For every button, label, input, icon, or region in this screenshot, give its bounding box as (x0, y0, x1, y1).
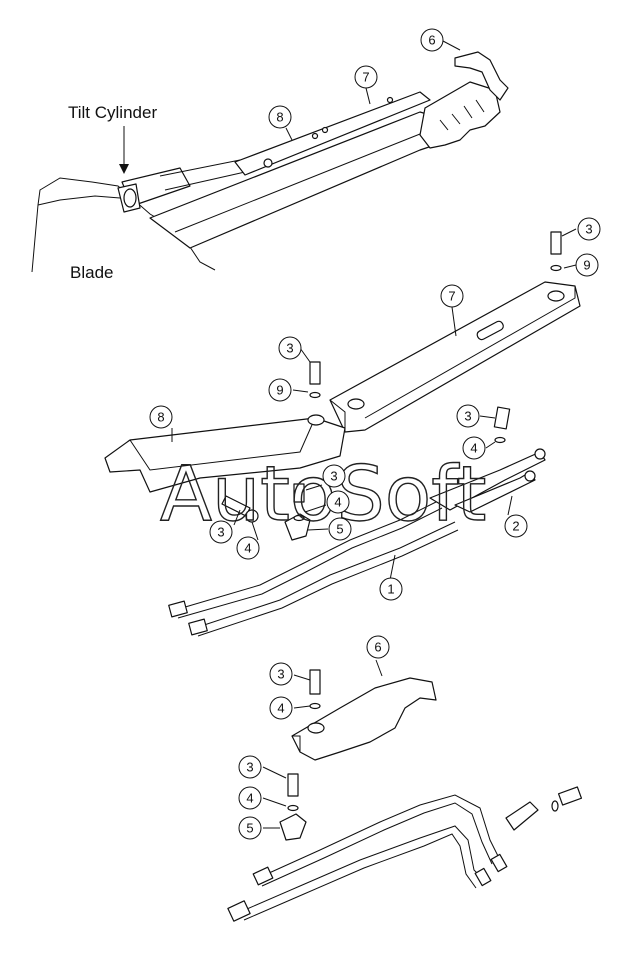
callout-3: 3 (278, 336, 302, 360)
bolt (551, 786, 583, 812)
blade-label: Blade (70, 263, 113, 282)
arm-8-top (234, 91, 431, 176)
hose-1-b (194, 521, 456, 629)
svg-text:1: 1 (387, 582, 394, 597)
svg-text:8: 8 (276, 110, 283, 125)
callout-2: 2 (504, 514, 528, 538)
callout-5: 5 (238, 816, 262, 840)
callout-3: 3 (456, 404, 480, 428)
callout-3: 3 (577, 217, 601, 241)
callout-4: 4 (238, 786, 262, 810)
bolt (550, 231, 562, 272)
callout-7: 7 (354, 65, 378, 89)
svg-text:3: 3 (217, 525, 224, 540)
hose-top (454, 51, 509, 101)
top-assembly: Tilt Cylinder Blade (31, 51, 509, 282)
middle-assembly: AutoSoft (104, 231, 581, 637)
svg-text:3: 3 (277, 667, 284, 682)
bolt (309, 669, 321, 710)
callout-4: 4 (269, 696, 293, 720)
svg-text:4: 4 (246, 791, 253, 806)
tilt-arrow (119, 164, 129, 174)
callout-5: 5 (328, 517, 352, 541)
callout-7: 7 (440, 284, 464, 308)
hose-fitting (188, 618, 208, 636)
part-2-fittings (429, 451, 546, 511)
hose-fitting (252, 866, 274, 886)
hose-fitting (474, 867, 492, 887)
callout-8: 8 (149, 405, 173, 429)
tilt-cylinder (117, 159, 246, 213)
cover-plate (419, 81, 501, 149)
svg-text:9: 9 (276, 383, 283, 398)
pin (386, 96, 394, 104)
callout-4: 4 (236, 536, 260, 560)
blade-edge (37, 195, 121, 206)
hose-1-a (174, 499, 441, 611)
hose-fitting (168, 600, 188, 618)
bolt (309, 361, 321, 399)
hose-fitting (227, 900, 251, 922)
part-8-channel (104, 417, 346, 493)
pin (311, 132, 319, 140)
svg-text:5: 5 (336, 522, 343, 537)
hose-fitting (490, 853, 508, 873)
callout-3: 3 (209, 520, 233, 544)
bolt (293, 483, 305, 522)
bolt (287, 773, 299, 812)
callout-6: 6 (366, 635, 390, 659)
svg-text:4: 4 (244, 541, 251, 556)
svg-text:3: 3 (464, 409, 471, 424)
svg-text:4: 4 (470, 441, 477, 456)
pin (321, 126, 329, 134)
svg-text:3: 3 (585, 222, 592, 237)
callout-1: 1 (379, 577, 403, 601)
hose-lower-b (239, 825, 485, 913)
frame-beam-line (174, 131, 426, 233)
hose-lower-a (257, 794, 501, 879)
callout-9: 9 (575, 253, 599, 277)
mount-hole (307, 414, 325, 426)
svg-text:3: 3 (330, 469, 337, 484)
svg-text:6: 6 (374, 640, 381, 655)
callout-8: 8 (268, 105, 292, 129)
clamp (505, 801, 539, 831)
svg-text:9: 9 (583, 258, 590, 273)
callout-3: 3 (269, 662, 293, 686)
bottom-assembly (227, 669, 583, 922)
bolt (221, 495, 259, 523)
svg-text:2: 2 (512, 519, 519, 534)
svg-text:5: 5 (246, 821, 253, 836)
callout-4: 4 (326, 490, 350, 514)
svg-text:3: 3 (246, 760, 253, 775)
mount-hole (547, 290, 565, 302)
svg-text:4: 4 (334, 495, 341, 510)
svg-text:4: 4 (277, 701, 284, 716)
callout-6: 6 (420, 28, 444, 52)
bolt (493, 406, 511, 444)
callout-9: 9 (268, 378, 292, 402)
svg-text:7: 7 (362, 70, 369, 85)
svg-text:3: 3 (286, 341, 293, 356)
callout-4: 4 (462, 436, 486, 460)
svg-text:6: 6 (428, 33, 435, 48)
callout-3: 3 (322, 464, 346, 488)
mount-hole (307, 722, 325, 734)
bracket-5-bottom (279, 813, 307, 841)
svg-text:7: 7 (448, 289, 455, 304)
tilt-cylinder-label: Tilt Cylinder (68, 103, 157, 122)
frame-beam (149, 111, 451, 249)
callout-leaders (171, 40, 577, 829)
pin (263, 158, 273, 168)
slot (476, 320, 504, 341)
callout-3: 3 (238, 755, 262, 779)
callouts: 6 7 8 3 9 7 3 9 8 3 4 3 4 5 3 4 2 1 6 3 … (149, 28, 601, 840)
mount-hole (347, 398, 365, 410)
svg-text:8: 8 (157, 410, 164, 425)
part-6-cover (291, 677, 437, 761)
watermark: AutoSoft (160, 449, 486, 538)
